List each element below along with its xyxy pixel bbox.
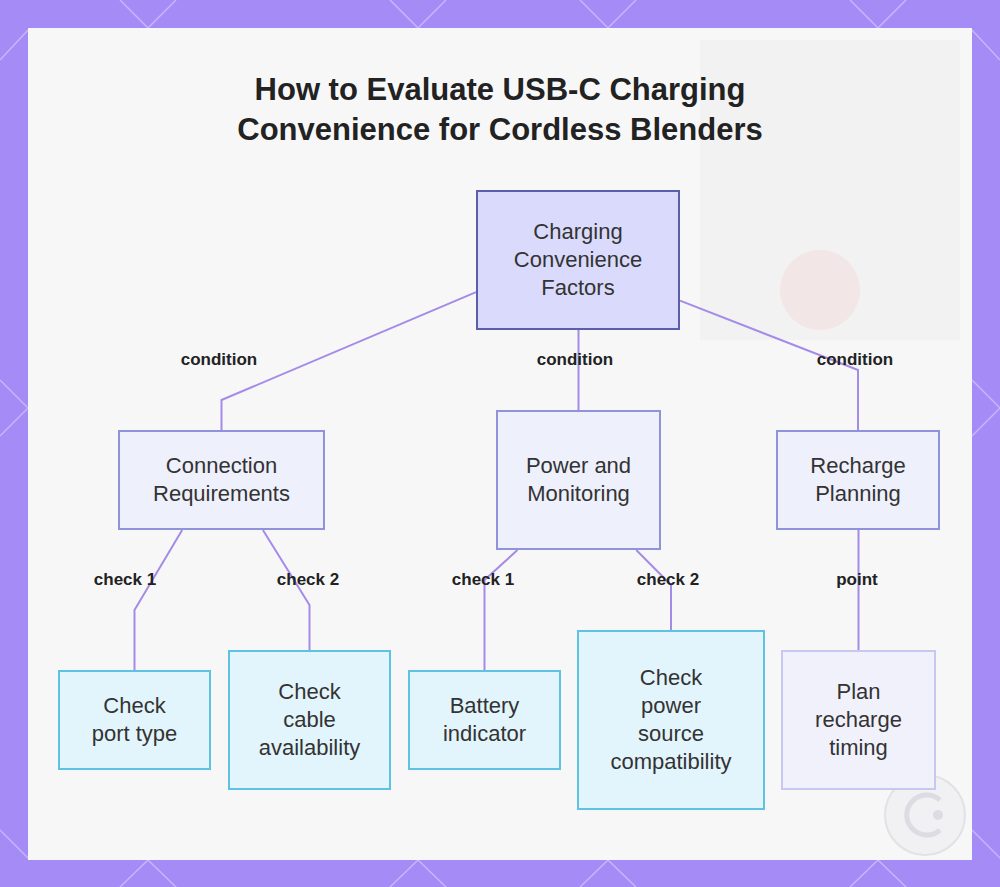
node-text: Plan recharge timing (809, 678, 909, 762)
edge-label: point (836, 570, 878, 590)
process-box: Check power source compatibility (577, 630, 765, 810)
node-text: Connection Requirements (134, 452, 309, 508)
diagram-title: How to Evaluate USB-C Charging Convenien… (170, 70, 830, 150)
edge-label: check 1 (94, 570, 156, 590)
node-text: Check power source compatibility (607, 664, 735, 776)
process-box: Plan recharge timing (781, 650, 936, 790)
connector (222, 292, 477, 430)
process-box: Battery indicator (408, 670, 561, 770)
connector (636, 550, 671, 630)
connector (135, 530, 183, 670)
node-text: Check port type (85, 692, 185, 748)
process-box: Recharge Planning (776, 430, 940, 530)
edge-label: check 2 (277, 570, 339, 590)
process-box: Check port type (58, 670, 211, 770)
node-text: Check cable availability (252, 678, 367, 762)
connector (858, 530, 860, 650)
blurred-photo (780, 250, 860, 330)
edge-label: condition (181, 350, 257, 370)
process-box: Connection Requirements (118, 430, 325, 530)
edge-label: check 1 (452, 570, 514, 590)
node-text: Recharge Planning (796, 452, 921, 508)
edge-label: condition (537, 350, 613, 370)
node-text: Power and Monitoring (516, 452, 641, 508)
process-box: Check cable availability (228, 650, 391, 790)
edge-label: check 2 (637, 570, 699, 590)
panel (28, 28, 972, 860)
edge-label: condition (817, 350, 893, 370)
node-text: Battery indicator (425, 692, 545, 748)
node-text: Charging Convenience Factors (503, 218, 653, 302)
connector (263, 530, 310, 650)
connector (578, 330, 580, 410)
connector (485, 550, 518, 670)
process-box: Power and Monitoring (496, 410, 661, 550)
process-box: Charging Convenience Factors (476, 190, 680, 330)
